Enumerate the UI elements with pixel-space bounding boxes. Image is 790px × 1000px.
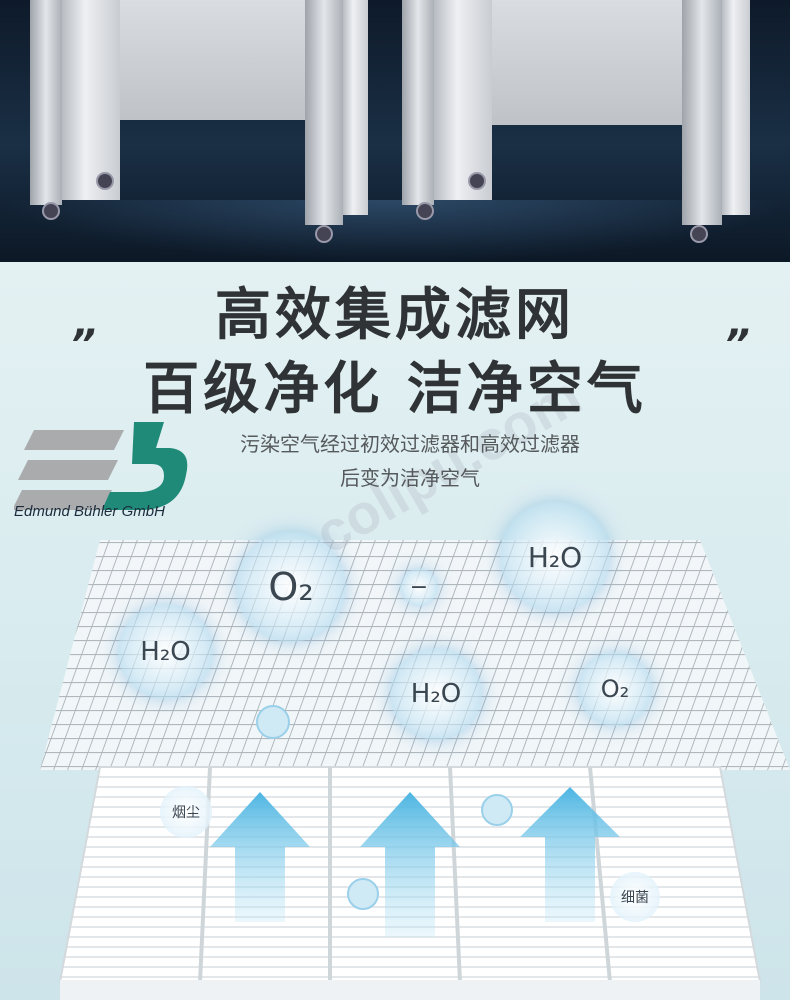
cabinet-right <box>402 0 752 250</box>
dust-particle-label: 烟尘 <box>160 786 212 838</box>
particle-icon <box>256 705 290 739</box>
wheel-icon <box>315 225 333 243</box>
h2o-molecule-bubble-center: H₂O <box>390 648 482 740</box>
wheel-icon <box>468 172 486 190</box>
headline-line-2: 百级净化 洁净空气 <box>143 357 647 422</box>
product-photo <box>0 0 790 262</box>
particle-icon <box>347 878 379 910</box>
headline-line-1: 高效集成滤网 <box>215 283 575 348</box>
description-line-1: 污染空气经过初效过滤器和高效过滤器 <box>240 432 580 456</box>
cabinet-left <box>30 0 370 250</box>
quote-mark-right: ” <box>724 322 750 368</box>
wheel-icon <box>42 202 60 220</box>
wheel-icon <box>96 172 114 190</box>
minus-ion-bubble: − <box>400 568 438 606</box>
quote-mark-left: ” <box>70 322 96 368</box>
company-name: Edmund Bühler GmbH <box>14 503 165 520</box>
wheel-icon <box>690 225 708 243</box>
floor-glow <box>0 200 790 262</box>
o2-molecule-bubble-right: O₂ <box>578 652 652 726</box>
bacteria-particle-label: 细菌 <box>610 872 660 922</box>
airflow-arrow-icon <box>210 787 620 937</box>
h2o-molecule-bubble-left: H₂O <box>118 604 213 699</box>
filter-section: Edmund Bühler GmbH colipu.com 高效集成滤网 ” 百… <box>0 262 790 1000</box>
h2o-molecule-bubble-top: H₂O <box>500 502 610 612</box>
company-logo <box>14 422 188 510</box>
description-line-2: 后变为洁净空气 <box>340 466 480 490</box>
particle-icon <box>481 794 513 826</box>
wheel-icon <box>416 202 434 220</box>
o2-molecule-bubble: O₂ <box>236 532 346 642</box>
